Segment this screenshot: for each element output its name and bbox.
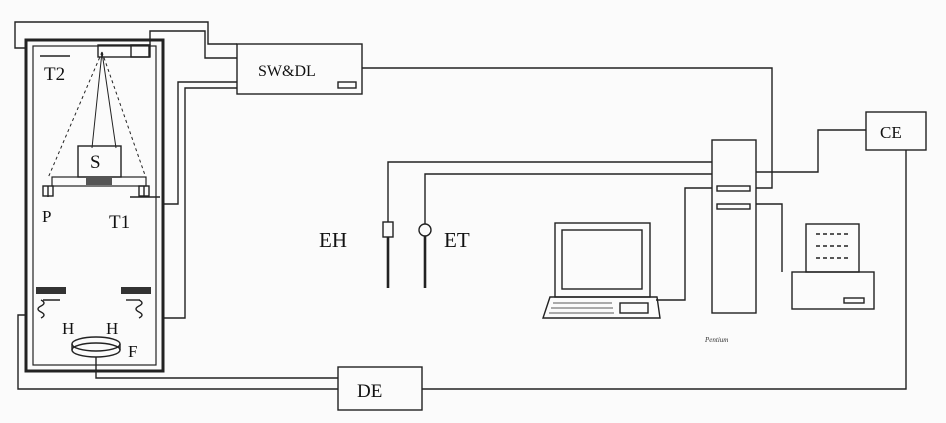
wire-pulley-swdl <box>149 30 237 59</box>
label-f: F <box>128 342 137 361</box>
label-ce: CE <box>880 123 902 142</box>
fan <box>71 336 121 368</box>
wire-heater-swdl <box>163 87 237 319</box>
electrode-et <box>418 173 712 288</box>
label-t1: T1 <box>109 212 130 233</box>
label-eh: EH <box>319 228 347 252</box>
swdl-box <box>236 43 363 95</box>
wire-t2-swdl <box>14 21 237 49</box>
de-box <box>17 314 423 411</box>
computer-tower <box>656 139 757 314</box>
label-swdl: SW&DL <box>258 63 316 80</box>
heater-assembly <box>36 287 151 319</box>
label-et: ET <box>444 228 470 252</box>
electrode-eh <box>382 161 712 288</box>
wire-t1-swdl <box>163 81 237 205</box>
printer <box>756 203 875 310</box>
label-t2: T2 <box>44 64 65 85</box>
suspension-pulley <box>47 44 151 179</box>
wire-swdl-tower <box>362 67 773 189</box>
label-p: P <box>42 207 51 226</box>
ce-box <box>422 111 927 390</box>
label-h-right: H <box>106 319 118 338</box>
laptop <box>542 222 661 319</box>
chamber <box>24 38 165 373</box>
label-de: DE <box>357 381 382 402</box>
sample-assembly <box>42 145 160 198</box>
label-h-left: H <box>62 319 74 338</box>
label-s: S <box>90 152 101 173</box>
label-pentium-caption: Pentium <box>704 336 728 344</box>
